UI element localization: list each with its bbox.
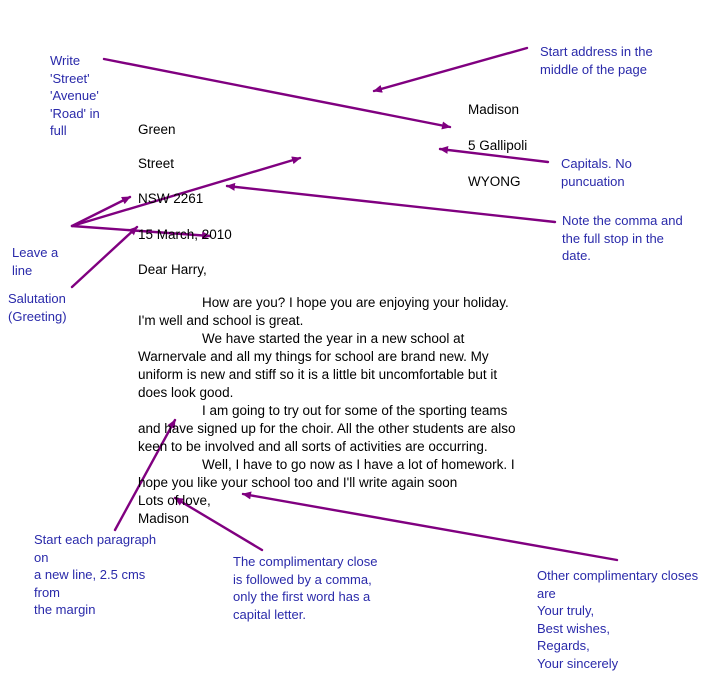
body-line: keen to be involved and all sorts of act… bbox=[138, 439, 488, 454]
note-other-closes: Other complimentary closes are Your trul… bbox=[537, 568, 699, 671]
address-line-3-left: Street bbox=[138, 156, 175, 171]
date: 15 March, 2010 bbox=[138, 227, 232, 242]
salutation: Dear Harry, bbox=[138, 262, 207, 277]
arrow-salutation bbox=[70, 225, 139, 289]
note-comma-date: Note the comma and the full stop in the … bbox=[562, 213, 683, 263]
letter-body: How are you? I hope you are enjoying you… bbox=[138, 294, 516, 528]
body-line: does look good. bbox=[138, 385, 234, 400]
arrow-capitals bbox=[438, 145, 550, 164]
address-line-2-left: Green bbox=[138, 122, 176, 137]
body-line: We have started the year in a new school… bbox=[202, 331, 465, 346]
arrow-paragraph bbox=[113, 418, 177, 532]
note-salutation: Salutation (Greeting) bbox=[8, 291, 67, 324]
body-line: I'm well and school is great. bbox=[138, 313, 304, 328]
body-line: Warnervale and all my things for school … bbox=[138, 349, 489, 364]
note-comp-close: The complimentary close is followed by a… bbox=[233, 554, 378, 622]
body-line: hope you like your school too and I'll w… bbox=[138, 475, 458, 490]
body-line: How are you? I hope you are enjoying you… bbox=[202, 295, 509, 310]
body-line: I am going to try out for some of the sp… bbox=[202, 403, 508, 418]
body-line: uniform is new and stiff so it is a litt… bbox=[138, 367, 498, 382]
arrow-comma-date bbox=[225, 182, 557, 224]
arrow-leave-line-1 bbox=[70, 195, 132, 228]
signature: Madison bbox=[138, 511, 190, 526]
arrow-other-closes bbox=[241, 491, 619, 562]
note-address-middle: Start address in the middle of the page bbox=[540, 44, 653, 77]
complimentary-close: Lots of love, bbox=[138, 493, 211, 508]
body-line: Well, I have to go now as I have a lot o… bbox=[202, 457, 515, 472]
address-line-2-right: 5 Gallipoli bbox=[468, 138, 528, 153]
arrow-leave-line-2 bbox=[70, 156, 302, 228]
note-leave-line: Leave a line bbox=[12, 245, 59, 278]
address-line-3-right: WYONG bbox=[468, 174, 521, 189]
arrow-street-full bbox=[102, 57, 452, 130]
address-line-1: Madison bbox=[468, 102, 520, 117]
note-street-full: Write 'Street' 'Avenue' 'Road' in full bbox=[50, 53, 100, 138]
arrow-address-middle bbox=[372, 46, 529, 93]
postcode: NSW 2261 bbox=[138, 191, 204, 206]
note-paragraph: Start each paragraph on a new line, 2.5 … bbox=[34, 532, 157, 617]
arrow-leave-line-3 bbox=[70, 224, 212, 240]
note-capitals: Capitals. No puncuation bbox=[561, 156, 632, 189]
body-line: and have signed up for the choir. All th… bbox=[138, 421, 516, 436]
arrow-comp-close bbox=[173, 496, 264, 552]
